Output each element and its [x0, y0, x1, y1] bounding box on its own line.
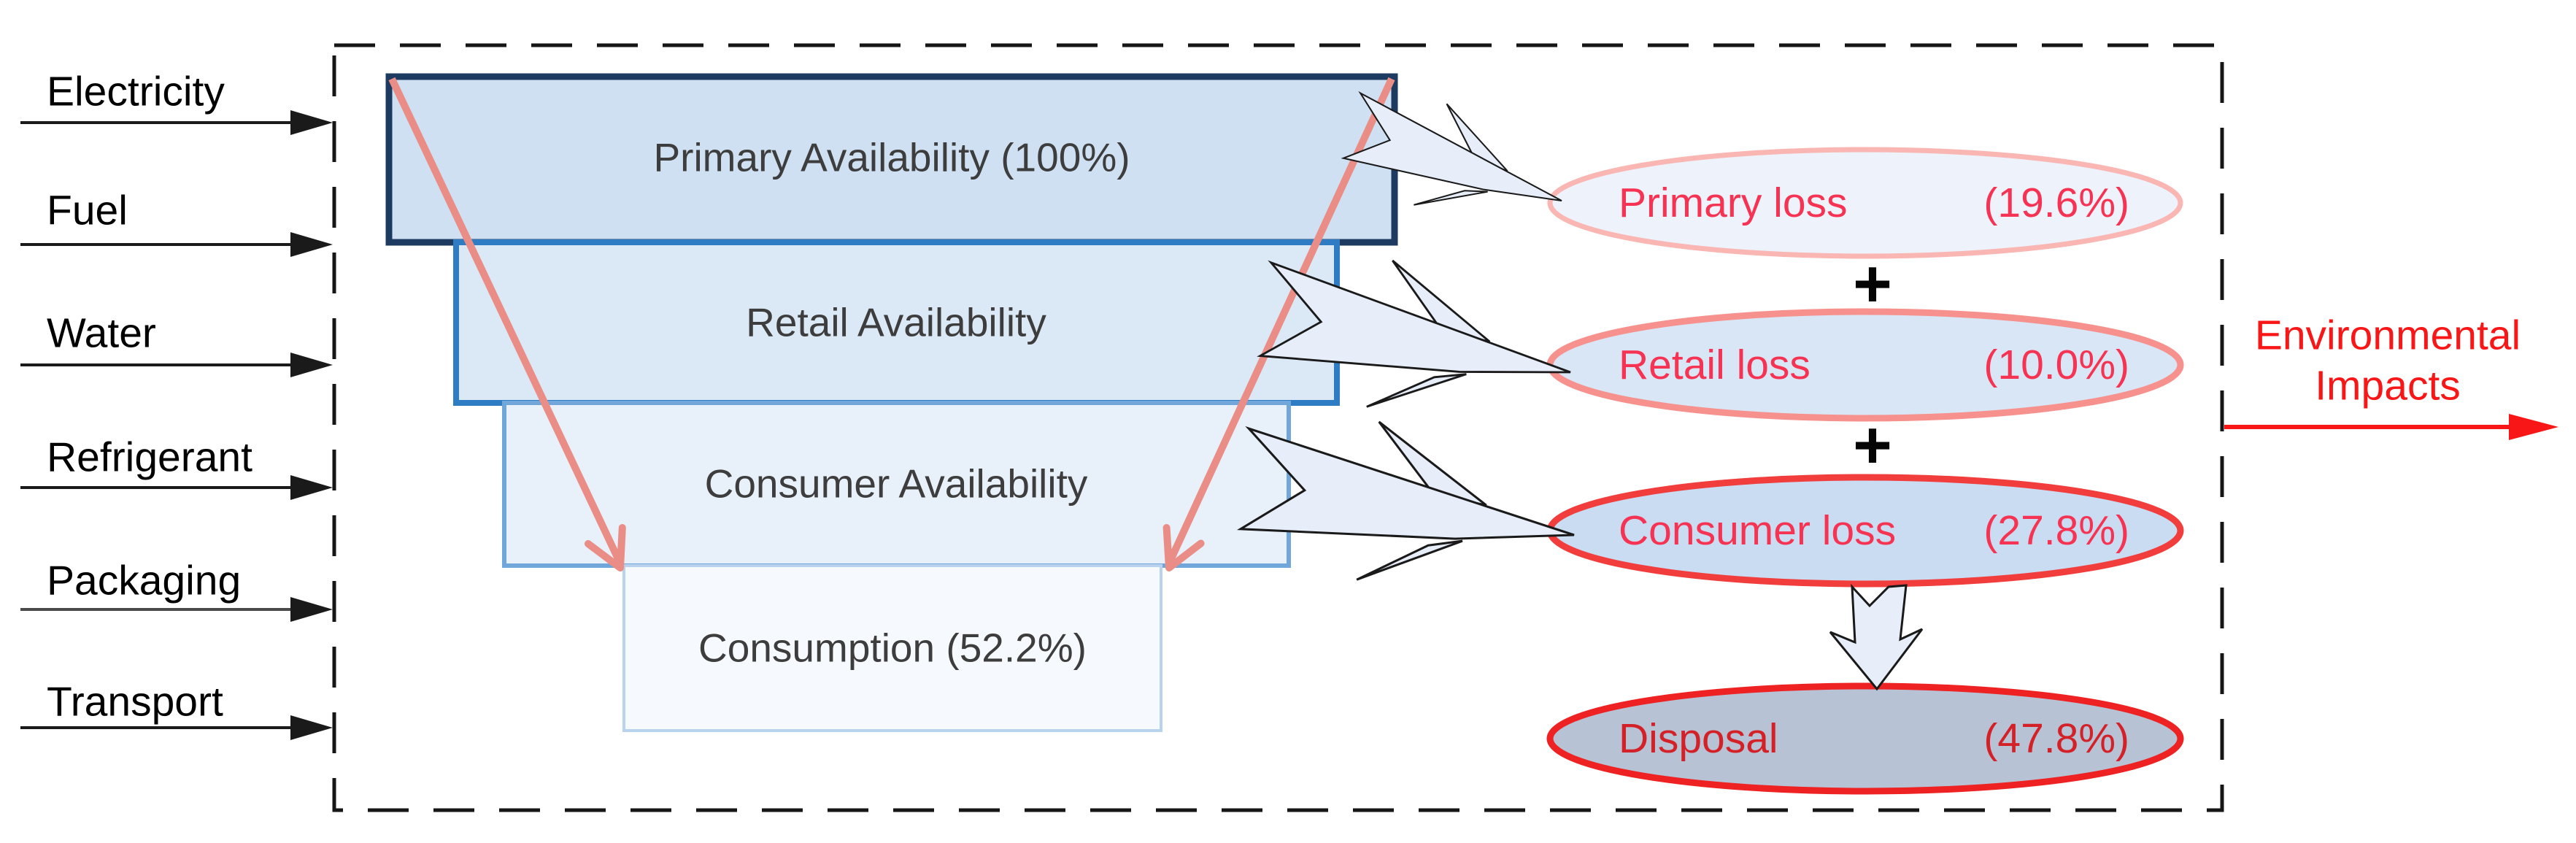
loss-value-disposal: (47.8%)	[1983, 715, 2129, 762]
input-label-refrigerant: Refrigerant	[47, 434, 252, 481]
loss-label-disposal: Disposal (47.8%)	[1619, 715, 2129, 763]
loss-name-retail: Retail loss	[1619, 342, 1810, 388]
funnel-stage-consumer-box	[502, 401, 1291, 568]
disposal-arrow	[1829, 583, 1924, 691]
funnel-stage-primary-box	[385, 73, 1398, 246]
input-arrow-fuel	[20, 232, 333, 257]
loss-ellipse-disposal	[1546, 682, 2184, 795]
input-label-transport: Transport	[47, 678, 223, 725]
environmental-impacts-label-line2: Impacts	[2315, 362, 2461, 409]
loss-label-retail: Retail loss (10.0%)	[1619, 341, 2129, 389]
loss-label-consumer: Consumer loss (27.8%)	[1619, 507, 2129, 555]
funnel-stage-retail-label: Retail Availability	[746, 299, 1046, 345]
environmental-impacts-label-line1: Environmental	[2254, 312, 2521, 359]
loss-value-retail: (10.0%)	[1983, 342, 2129, 388]
environmental-impacts-arrow	[2224, 414, 2558, 440]
flow-line-left	[388, 77, 626, 571]
input-arrow-water	[20, 353, 333, 377]
funnel-stage-consumer-label: Consumer Availability	[704, 461, 1088, 507]
input-label-packaging: Packaging	[47, 557, 242, 604]
system-boundary-box	[332, 43, 2224, 812]
plus-sign-1: +	[1853, 247, 1892, 321]
input-label-electricity: Electricity	[47, 68, 225, 115]
input-arrow-electricity	[20, 110, 333, 135]
loss-label-primary: Primary loss (19.6%)	[1619, 179, 2129, 227]
loss-name-primary: Primary loss	[1619, 180, 1848, 226]
input-arrow-packaging	[20, 597, 333, 622]
funnel-stage-retail-box	[453, 239, 1340, 406]
loss-value-primary: (19.6%)	[1983, 180, 2129, 226]
input-arrow-transport	[20, 715, 333, 740]
plus-sign-2: +	[1853, 408, 1892, 482]
input-label-fuel: Fuel	[47, 187, 128, 234]
funnel-stage-primary-label: Primary Availability (100%)	[653, 134, 1130, 180]
input-arrow-refrigerant	[20, 475, 333, 500]
loss-ellipse-primary	[1547, 147, 2183, 259]
loss-name-consumer: Consumer loss	[1619, 507, 1897, 554]
funnel-stage-consumption-box	[622, 564, 1162, 732]
input-label-water: Water	[47, 309, 156, 357]
loss-value-consumer: (27.8%)	[1983, 507, 2129, 554]
loss-name-disposal: Disposal	[1619, 715, 1778, 762]
funnel-stage-consumption-label: Consumption (52.2%)	[698, 625, 1087, 671]
